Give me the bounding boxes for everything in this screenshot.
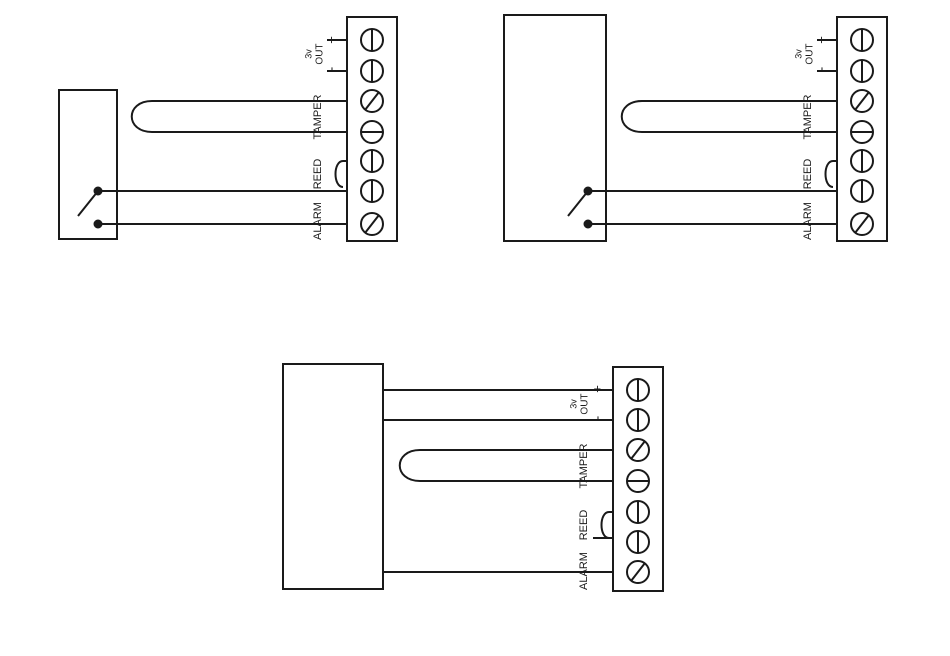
label-plus: + <box>813 36 828 44</box>
screw-icon <box>851 180 873 202</box>
tamper-loop-wire <box>400 450 593 481</box>
screw-icon <box>851 90 873 112</box>
screw-icon <box>627 379 649 401</box>
label-minus: - <box>589 416 604 420</box>
tamper-loop-wire <box>622 101 817 132</box>
switch-contact <box>585 188 592 195</box>
terminal-labels: + - OUT 3v TAMPER REED ALARM <box>793 36 828 240</box>
switch-contact <box>95 221 102 228</box>
label-reed: REED <box>802 159 814 190</box>
screw-icon <box>361 90 383 112</box>
screw-icon <box>851 29 873 51</box>
screw-icon <box>627 470 649 492</box>
label-3v: 3v <box>793 49 803 59</box>
label-out: OUT <box>315 43 326 64</box>
device-box <box>283 364 383 589</box>
reed-jumper <box>826 161 838 187</box>
screw-icon <box>851 121 873 143</box>
screw-icon <box>361 180 383 202</box>
terminal-labels: + - OUT 3v TAMPER REED ALARM <box>568 385 604 590</box>
device-box <box>59 90 117 239</box>
screw-terminals <box>361 29 383 235</box>
screw-icon <box>361 29 383 51</box>
label-tamper: TAMPER <box>312 94 324 139</box>
label-reed: REED <box>312 159 324 190</box>
label-reed: REED <box>578 510 590 541</box>
label-plus: + <box>323 36 338 44</box>
label-tamper: TAMPER <box>802 94 814 139</box>
screw-icon <box>851 213 873 235</box>
screw-icon <box>627 531 649 553</box>
wiring-diagram-powered-device <box>283 364 663 591</box>
reed-jumper <box>336 161 348 187</box>
label-3v: 3v <box>568 399 578 409</box>
label-alarm: ALARM <box>802 202 814 240</box>
label-tamper: TAMPER <box>578 443 590 488</box>
screw-icon <box>851 150 873 172</box>
screw-icon <box>627 501 649 523</box>
label-plus: + <box>589 385 604 393</box>
label-3v: 3v <box>303 49 313 59</box>
label-out: OUT <box>580 393 591 414</box>
screw-icon <box>851 60 873 82</box>
label-alarm: ALARM <box>312 202 324 240</box>
terminal-labels: + - OUT 3v TAMPER REED ALARM <box>303 36 338 240</box>
tamper-loop-wire <box>132 101 327 132</box>
switch-contact <box>95 188 102 195</box>
screw-terminals <box>851 29 873 235</box>
screw-terminals <box>627 379 649 583</box>
device-box <box>504 15 606 241</box>
screw-icon <box>361 121 383 143</box>
label-minus: - <box>323 67 338 71</box>
screw-icon <box>627 439 649 461</box>
reed-jumper <box>602 512 614 538</box>
wiring-diagram-reed-switch-large <box>504 15 887 241</box>
label-alarm: ALARM <box>578 552 590 590</box>
label-out: OUT <box>805 43 816 64</box>
wiring-diagram-reed-switch <box>59 17 397 241</box>
screw-icon <box>361 213 383 235</box>
screw-icon <box>361 60 383 82</box>
screw-icon <box>361 150 383 172</box>
switch-lever <box>568 191 588 216</box>
screw-icon <box>627 409 649 431</box>
switch-contact <box>585 221 592 228</box>
screw-icon <box>627 561 649 583</box>
label-minus: - <box>813 67 828 71</box>
switch-lever <box>78 191 98 216</box>
